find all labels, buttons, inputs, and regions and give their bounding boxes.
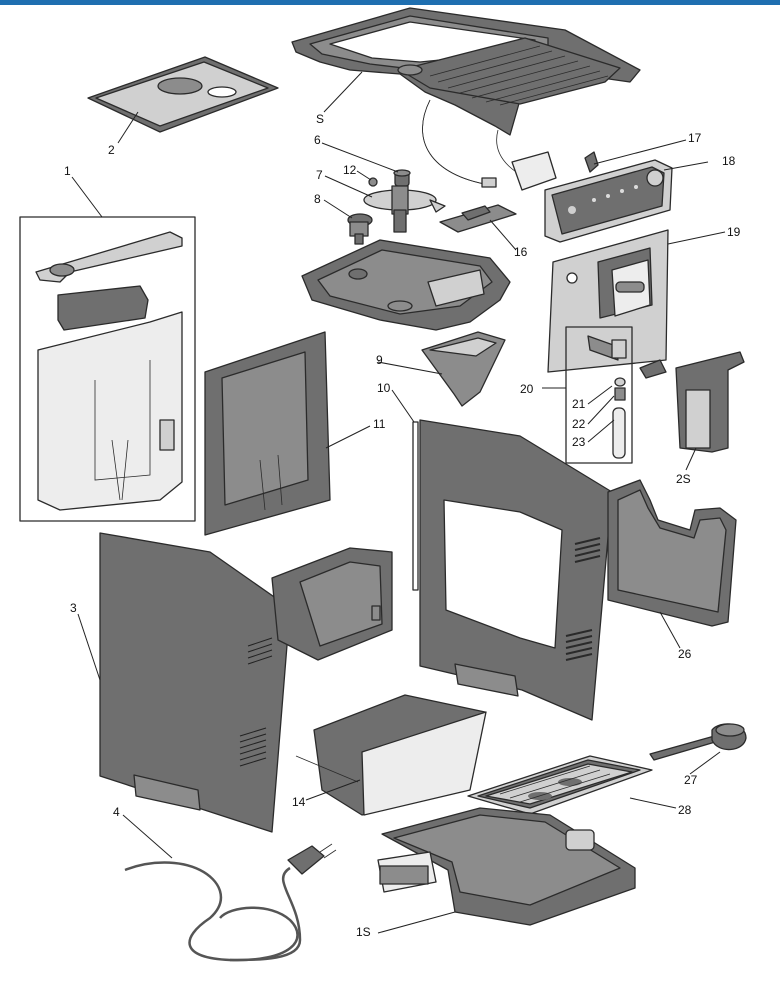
front-main-panel (419, 419, 613, 721)
service-door (607, 479, 737, 627)
drip-tray-base (377, 807, 636, 926)
front-panel-upper (547, 229, 669, 373)
ground-coffee-funnel (421, 331, 506, 407)
callout-23: 23 (572, 435, 586, 449)
vent-slots-upper (247, 637, 273, 665)
callout-27: 27 (684, 773, 698, 787)
callout-25: 2S (676, 472, 691, 486)
front-vent-slots (565, 537, 601, 661)
callout-15: 1S (356, 925, 371, 939)
callout-5: S (316, 112, 324, 126)
callout-21: 21 (572, 397, 586, 411)
callout-20: 20 (520, 382, 534, 396)
vent-slots-lower (239, 727, 267, 767)
callout-11: 11 (373, 417, 386, 431)
control-panel (511, 151, 673, 243)
hopper-lid (439, 204, 517, 233)
callout-1: 1 (64, 164, 71, 178)
power-cord (124, 843, 337, 962)
top-cover-with-cup-warmer (291, 7, 641, 188)
tank-lid (87, 56, 279, 133)
coffee-spout (639, 351, 745, 453)
inner-frame (271, 547, 393, 661)
grinder-adjust-knob (347, 213, 373, 245)
callout-6: 6 (314, 133, 321, 147)
grinder-hopper-ring (363, 185, 446, 233)
seal (614, 377, 626, 401)
bean-hopper-housing (301, 239, 511, 331)
callout-19: 19 (727, 225, 741, 239)
coffee-grounds-container (295, 694, 487, 816)
callout-17: 17 (688, 131, 702, 145)
steam-tube (612, 407, 626, 459)
callout-26: 26 (678, 647, 692, 661)
rear-inner-panel (204, 331, 331, 536)
water-tank (19, 216, 196, 522)
cappuccino-maker-assembly (565, 326, 633, 464)
callout-22: 22 (572, 417, 586, 431)
callout-10: 10 (377, 381, 391, 395)
top-rule (0, 0, 780, 5)
callout-18: 18 (722, 154, 736, 168)
callout-2: 2 (108, 143, 115, 157)
callout-9: 9 (376, 353, 383, 367)
callout-labels: 1 2 3 4 S 6 7 8 9 10 11 12 14 1S 16 17 1… (64, 112, 741, 939)
cup-grid (467, 755, 653, 815)
callout-4: 4 (113, 805, 120, 819)
steam-knob (584, 151, 599, 173)
door-hinge-pin (412, 421, 419, 591)
callout-8: 8 (314, 192, 321, 206)
callout-14: 14 (292, 795, 306, 809)
callout-3: 3 (70, 601, 77, 615)
callout-28: 28 (678, 803, 692, 817)
callout-12: 12 (343, 163, 357, 177)
grinder-knob (393, 169, 411, 187)
callout-7: 7 (316, 168, 323, 182)
callout-16: 16 (514, 245, 528, 259)
leader-lines (71, 71, 726, 934)
measuring-scoop (649, 723, 747, 761)
nozzle-connector (587, 335, 627, 361)
left-side-panel (99, 532, 291, 833)
